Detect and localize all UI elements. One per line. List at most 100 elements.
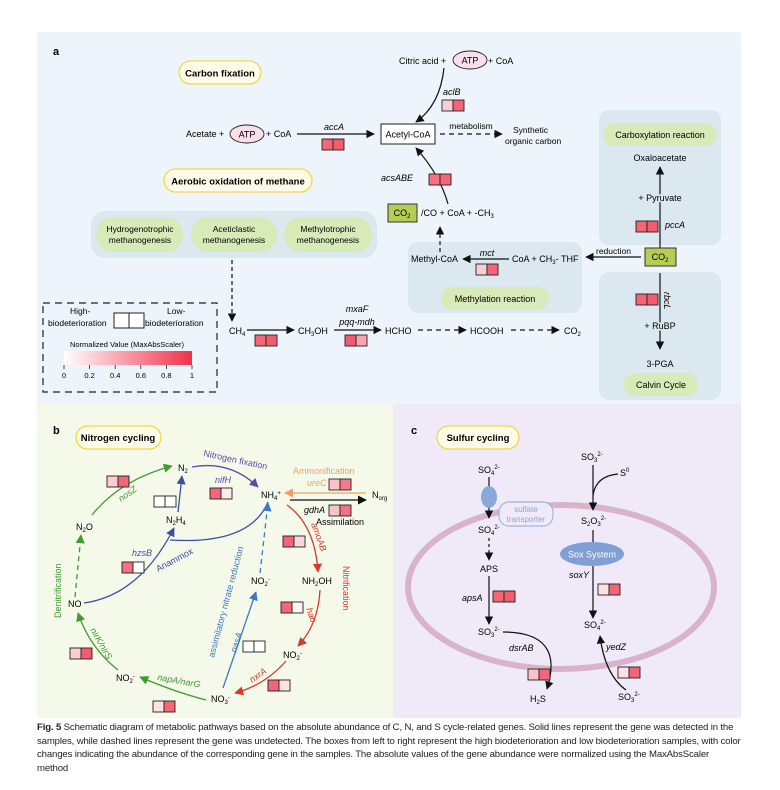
synthetic-label-1: Synthetic xyxy=(513,125,549,135)
n2h4-label: N2H4 xyxy=(166,515,186,527)
hzsB-abundance-box xyxy=(121,561,145,574)
high-biodeterioration-cell xyxy=(328,478,341,491)
high-biodeterioration-cell xyxy=(242,640,255,653)
panel-a-label: a xyxy=(53,46,60,58)
accA-abundance-box xyxy=(321,138,345,151)
n2h4-abundance-box xyxy=(153,495,177,508)
low-biodeterioration-cell xyxy=(486,263,499,276)
napA-narG-abundance-box xyxy=(152,700,176,713)
ureC-abundance-box xyxy=(328,478,352,491)
low-biodeterioration-cell xyxy=(646,220,659,233)
legend-tick-label: 0.4 xyxy=(110,371,120,380)
high-biodeterioration-cell xyxy=(153,495,166,508)
apsA-abundance-box xyxy=(492,590,516,603)
aerobic-oxidation-title: Aerobic oxidation of methane xyxy=(171,177,305,188)
nitrogen-cycling-pill xyxy=(75,425,162,450)
legend-tick-label: 1 xyxy=(190,371,194,380)
low-biodeterioration-cell xyxy=(339,478,352,491)
panel-b-background xyxy=(37,404,393,718)
carboxylation-reaction-title: Carboxylation reaction xyxy=(615,130,705,140)
methylotrophic-label-2: methanogenesis xyxy=(297,235,359,245)
high-biodeterioration-cell xyxy=(209,487,222,500)
so3-bottom-label: SO32- xyxy=(618,692,640,704)
oxaloacetate-label: Oxaloacetate xyxy=(633,153,686,163)
ureC-gene-label: ureC xyxy=(307,478,327,488)
pyruvate-label: + Pyruvate xyxy=(638,193,681,203)
carboxylation-reaction-pill xyxy=(603,123,717,146)
nirK-nirS-abundance-box xyxy=(69,647,93,660)
low-biodeterioration-cell xyxy=(452,99,465,112)
panel-c-label: c xyxy=(411,425,417,437)
no-to-n2o-arrow xyxy=(74,534,85,598)
legend-scale-title: Normalized Value (MaxAbsScaler) xyxy=(70,340,185,349)
mct-abundance-box xyxy=(475,263,499,276)
yedZ-abundance-box xyxy=(617,666,641,679)
atp-label-acetate: ATP xyxy=(239,130,256,140)
legend-low-label-2: biodeterioration xyxy=(145,318,204,328)
low-biodeterioration-cell xyxy=(608,583,621,596)
pccA-abundance-box xyxy=(635,220,659,233)
pccA-gene-label: pccA xyxy=(664,220,685,230)
amoAB-abundance-box xyxy=(282,535,306,548)
so4-outer-label: SO42- xyxy=(478,465,500,477)
co2-final-label: CO2 xyxy=(564,326,582,338)
gdhA-gene-label: gdhA xyxy=(304,505,325,515)
high-biodeterioration-cell xyxy=(635,293,648,306)
high-biodeterioration-cell xyxy=(492,590,505,603)
hcooh-label: HCOOH xyxy=(470,326,504,336)
nxrA-abundance-box xyxy=(267,679,291,692)
low-biodeterioration-cell xyxy=(503,590,516,603)
accA-gene-label: accA xyxy=(324,122,344,132)
high-biodeterioration-cell xyxy=(321,138,334,151)
high-biodeterioration-cell xyxy=(428,173,441,186)
hao-abundance-box xyxy=(280,601,304,614)
aceticlastic-label-2: methanogenesis xyxy=(203,235,265,245)
low-biodeterioration-cell xyxy=(163,700,176,713)
aerobic-oxidation-pill xyxy=(163,168,313,193)
n2o-label: N2O xyxy=(76,522,93,534)
nifH-abundance-box xyxy=(209,487,233,500)
legend-tick-label: 0 xyxy=(62,371,66,380)
coa-label-acetate: + CoA xyxy=(266,129,291,139)
atp-ellipse-citric xyxy=(452,50,488,70)
amoAB-arrow xyxy=(286,504,323,573)
ammonification-label: Ammonification xyxy=(293,466,355,476)
coa-ch3-thf-label: CoA + CH3- THF xyxy=(512,254,579,266)
high-biodeterioration-cell xyxy=(106,475,119,488)
hcho-label: HCHO xyxy=(385,326,412,336)
low-biodeterioration-cell xyxy=(538,668,551,681)
acetyl-coa-label: Acetyl-CoA xyxy=(385,130,430,140)
co2-label-wood-ljungdahl: CO2 xyxy=(394,208,412,220)
high-biodeterioration-cell xyxy=(475,263,488,276)
high-biodeterioration-cell xyxy=(282,535,295,548)
aclB-gene-label: aclB xyxy=(443,87,461,97)
acsABE-abundance-box xyxy=(428,173,452,186)
methylation-reaction-pill xyxy=(441,287,549,310)
legend-tick-label: 0.2 xyxy=(84,371,94,380)
ch4-oxidation-abundance-box xyxy=(254,334,278,347)
mxaF-abundance-box xyxy=(344,334,368,347)
high-biodeterioration-cell xyxy=(121,561,134,574)
sulfate-transporter-tag xyxy=(498,501,554,527)
low-biodeterioration-cell xyxy=(332,138,345,151)
high-biodeterioration-cell xyxy=(280,601,293,614)
napA-narG-arrow xyxy=(139,676,207,701)
nifH-arrow xyxy=(191,464,259,488)
citric-acid-label: Citric acid + xyxy=(399,56,446,66)
yedZ-gene-label: yedZ xyxy=(605,642,627,652)
legend-low-label-1: Low- xyxy=(167,306,186,316)
nirK-nirS-arrow xyxy=(76,612,119,671)
high-biodeterioration-cell xyxy=(69,647,82,660)
low-biodeterioration-cell xyxy=(80,647,93,660)
acetate-label: Acetate + xyxy=(186,129,224,139)
legend-high-label-2: biodeterioration xyxy=(48,318,107,328)
dsrAB-gene-label: dsrAB xyxy=(509,643,534,653)
legend-color-scale xyxy=(64,351,192,365)
so4-sox-label: SO42- xyxy=(584,620,606,632)
low-biodeterioration-cell xyxy=(355,334,368,347)
hydrogenotrophic-label-2: methanogenesis xyxy=(109,235,171,245)
rbcL-gene-label: rbcL xyxy=(662,292,672,310)
low-biodeterioration-cell xyxy=(628,666,641,679)
caption-label: Fig. 5 xyxy=(37,722,62,733)
